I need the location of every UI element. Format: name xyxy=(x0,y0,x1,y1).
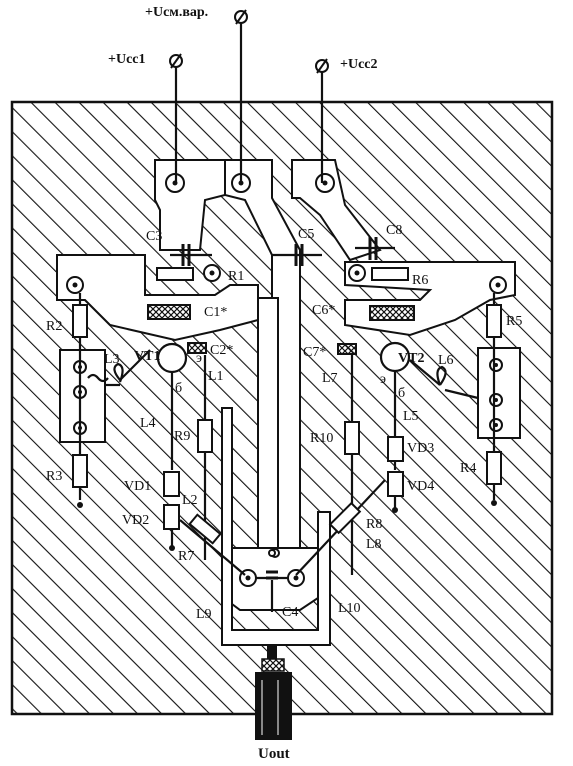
vd3-label: VD3 xyxy=(407,441,434,456)
c8-label: C8 xyxy=(386,223,402,238)
resistor-r9-icon xyxy=(197,419,213,453)
capacitor-c7-icon xyxy=(337,343,357,355)
c4-label: C4 xyxy=(282,605,298,620)
l4-label: L4 xyxy=(140,416,156,431)
ucc2-terminal-icon[interactable] xyxy=(315,58,329,74)
c3-label: C3 xyxy=(146,229,162,244)
capacitor-c3-icon xyxy=(170,244,212,266)
c5-label: C5 xyxy=(298,227,314,242)
pin-e2-label: э xyxy=(380,372,386,387)
c7-label: C7* xyxy=(303,345,326,360)
resistor-r5-icon xyxy=(486,304,502,338)
resistor-r7-icon xyxy=(188,513,222,545)
l7-label: L7 xyxy=(322,371,338,386)
pin-b2-label: б xyxy=(398,386,405,401)
ucc1-terminal-icon[interactable] xyxy=(169,53,183,69)
diode-vd2-icon xyxy=(163,504,180,530)
r5-label: R5 xyxy=(506,314,522,329)
r1-label: R1 xyxy=(228,269,244,284)
ubias-label: +Uсм.вар. xyxy=(145,5,208,20)
ubias-terminal-icon[interactable] xyxy=(234,9,248,25)
uout-label: Uout xyxy=(258,746,290,762)
output-coax-icon xyxy=(255,645,292,740)
l8-label: L8 xyxy=(366,537,382,552)
resistor-r3-icon xyxy=(72,454,88,488)
l5-label: L5 xyxy=(403,409,419,424)
r9-label: R9 xyxy=(174,429,190,444)
capacitor-c4-icon xyxy=(256,570,288,612)
resistor-r4-icon xyxy=(486,451,502,485)
r7-label: R7 xyxy=(178,549,194,564)
r6-label: R6 xyxy=(412,273,428,288)
coil-l6-icon xyxy=(436,365,447,386)
transistor-vt1-icon xyxy=(156,342,188,374)
resistor-r6-icon xyxy=(371,267,409,281)
c2-label: C2* xyxy=(210,343,233,358)
labels: +Uсм.вар. +Ucc1 +Ucc2 Uout C3 R1 C1* C2*… xyxy=(46,5,522,762)
vd2-label: VD2 xyxy=(122,513,149,528)
supply-wires xyxy=(174,20,324,183)
pin-b1-label: б xyxy=(175,381,182,396)
l9-label: L9 xyxy=(196,607,212,622)
c6-label: C6* xyxy=(312,303,335,318)
ucc1-label: +Ucc1 xyxy=(108,52,146,67)
diode-vd1-icon xyxy=(163,471,180,497)
capacitor-c2-icon xyxy=(187,342,207,354)
resistor-r10-icon xyxy=(344,421,360,455)
l1-label: L1 xyxy=(208,369,224,384)
capacitor-c5-icon xyxy=(272,244,322,266)
resistor-r2-icon xyxy=(72,304,88,338)
components xyxy=(72,237,502,740)
vt2-label: VT2 xyxy=(398,351,424,366)
resistor-r8-icon xyxy=(328,501,362,535)
r2-label: R2 xyxy=(46,319,62,334)
l2-label: L2 xyxy=(182,493,198,508)
r3-label: R3 xyxy=(46,469,62,484)
capacitor-c6-icon xyxy=(369,305,415,321)
ucc2-label: +Ucc2 xyxy=(340,57,378,72)
vd4-label: VD4 xyxy=(407,479,434,494)
pin-e1-label: э xyxy=(196,351,202,366)
c1-label: C1* xyxy=(204,305,227,320)
l6-label: L6 xyxy=(438,353,454,368)
resistor-r1-icon xyxy=(156,267,194,281)
diode-vd4-icon xyxy=(387,471,404,497)
capacitor-c8-icon xyxy=(355,237,395,260)
r8-label: R8 xyxy=(366,517,382,532)
diode-vd3-icon xyxy=(387,436,404,462)
l10-label: L10 xyxy=(338,601,361,616)
capacitor-c1-icon xyxy=(147,304,191,320)
coil-l3-icon xyxy=(87,373,109,383)
vd1-label: VD1 xyxy=(124,479,151,494)
vt1-label: VT1 xyxy=(134,349,160,364)
l3-label: L3 xyxy=(104,352,120,367)
r10-label: R10 xyxy=(310,431,333,446)
r4-label: R4 xyxy=(460,461,476,476)
